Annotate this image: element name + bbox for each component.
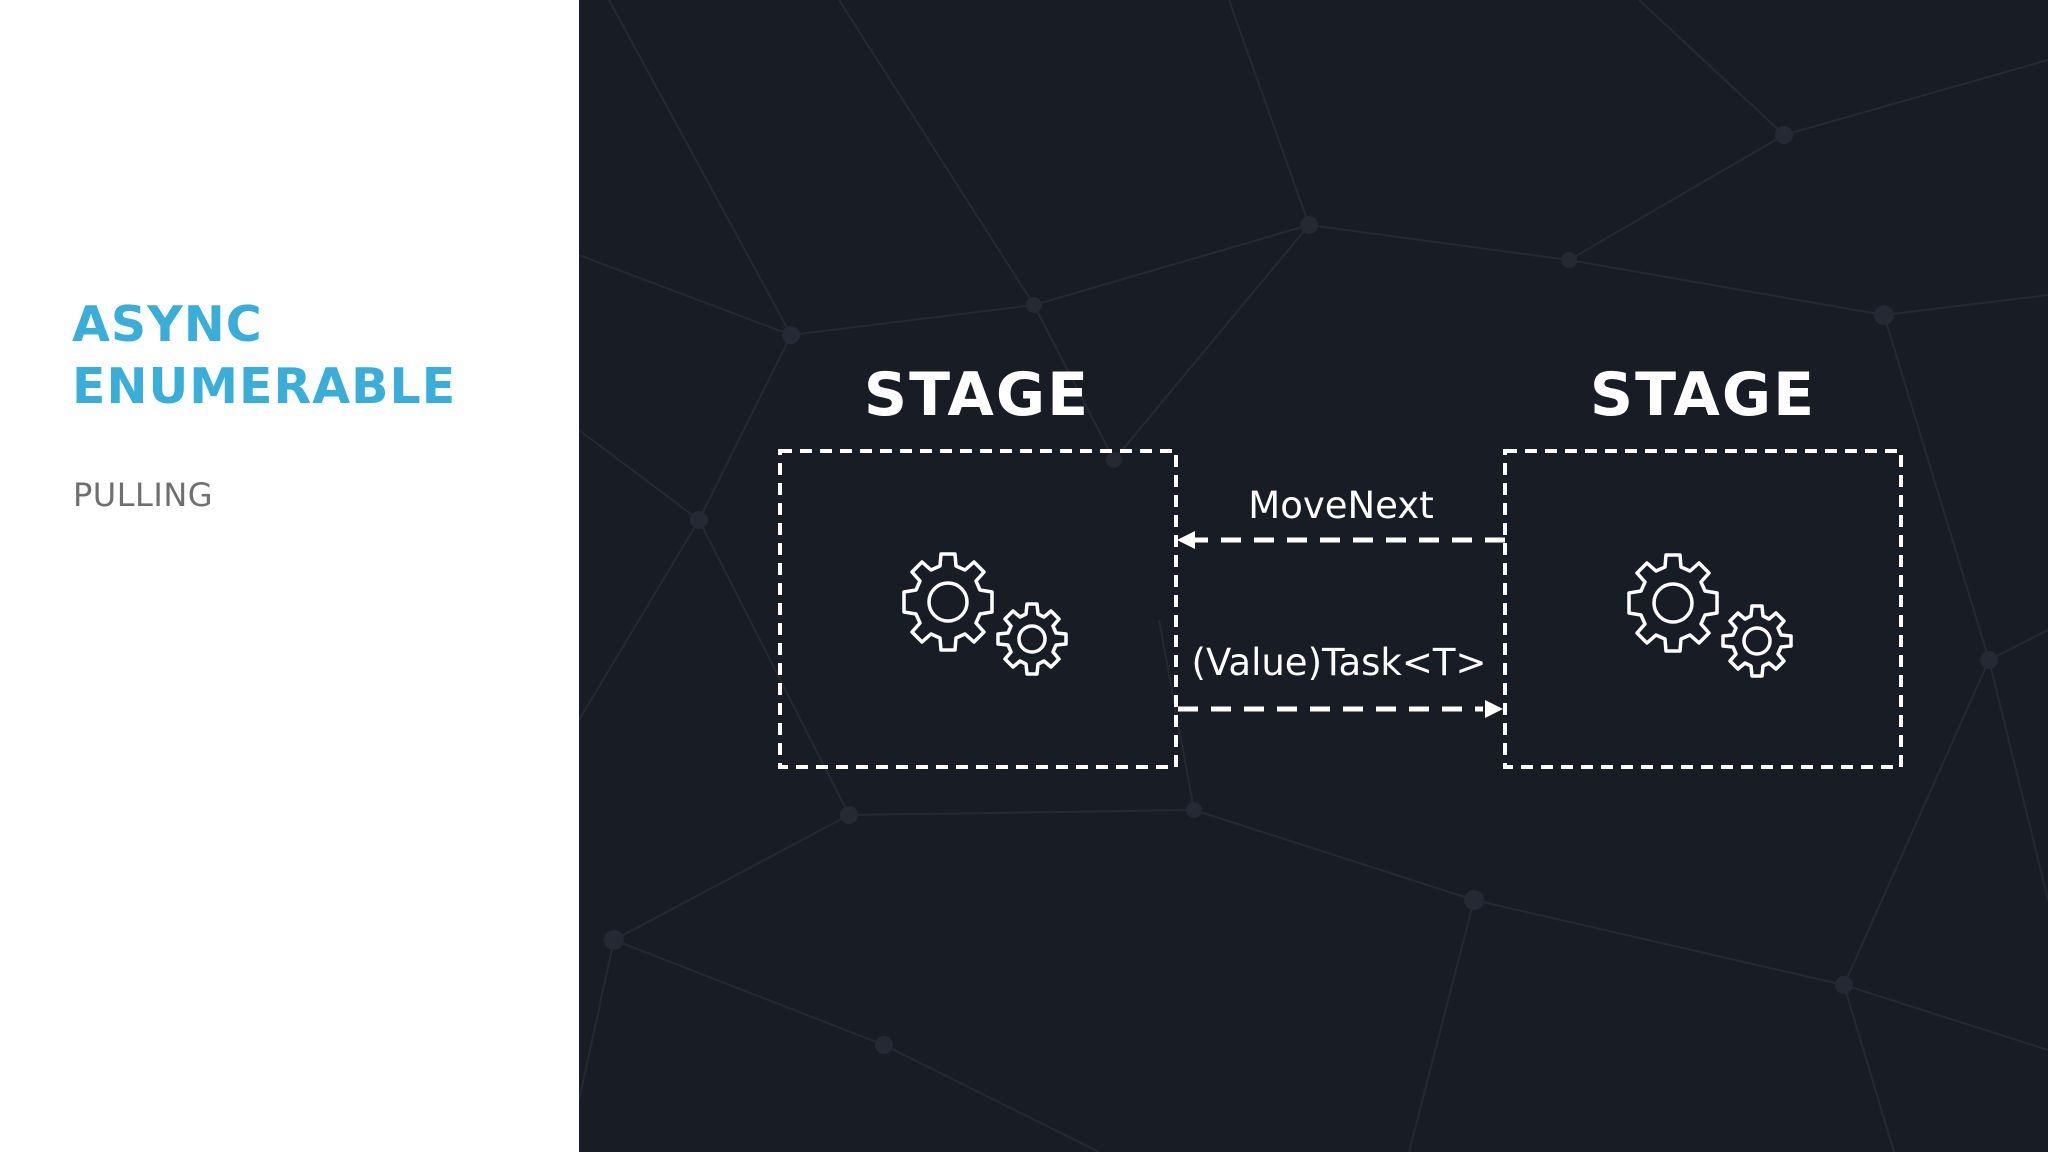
movenext-label: MoveNext <box>1248 484 1433 527</box>
diagram-panel: STAGE STAGE MoveNext (Value)Task<T> <box>579 0 2048 1152</box>
title-panel: ASYNC ENUMERABLE PULLING <box>0 0 579 1152</box>
movenext-arrow <box>1177 531 1505 549</box>
left-stage-box <box>778 449 1178 769</box>
network-background <box>579 0 2048 1152</box>
right-stage-box <box>1503 449 1903 769</box>
slide-title-line-2: ENUMERABLE <box>72 358 457 415</box>
slide-subtitle: PULLING <box>73 476 214 514</box>
slide-title-line-1: ASYNC <box>72 296 263 353</box>
valuetask-arrow <box>1178 700 1503 718</box>
gears-icon <box>1627 553 1793 678</box>
valuetask-label: (Value)Task<T> <box>1192 641 1487 684</box>
gears-icon <box>902 552 1068 676</box>
slide-title: ASYNC ENUMERABLE <box>72 294 456 418</box>
right-stage-label: STAGE <box>1590 360 1816 430</box>
left-stage-label: STAGE <box>864 360 1090 430</box>
pipeline-diagram: STAGE STAGE MoveNext (Value)Task<T> <box>579 0 2048 1152</box>
network-nodes <box>604 126 1998 1054</box>
